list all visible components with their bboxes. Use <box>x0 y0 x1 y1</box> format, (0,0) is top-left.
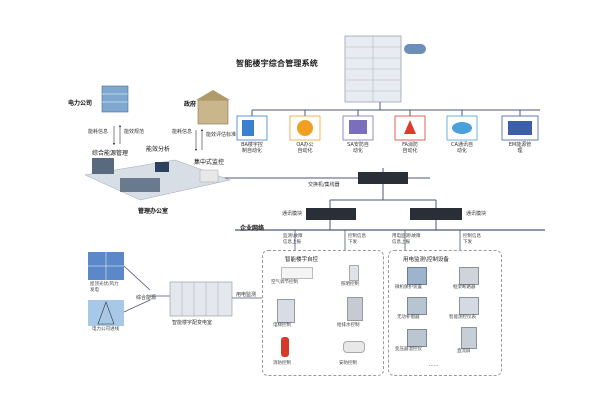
subsystem-fa: FA消防自动化 <box>402 142 418 154</box>
pc-item-protection: 微机保护装置 <box>395 285 422 290</box>
protection-device-icon <box>407 267 427 285</box>
fire-extinguisher-icon <box>281 337 289 357</box>
enterprise-net-label: 企业网络 <box>240 225 265 232</box>
switch-label: 交换机/集线器 <box>308 182 340 188</box>
distribution-cabinets <box>169 281 233 317</box>
bc-item-security: 安防控制 <box>339 361 357 366</box>
subsystem-sa: SA安防自动化 <box>347 142 369 154</box>
ac-unit-icon <box>281 267 313 279</box>
government-label: 政府 <box>184 101 197 108</box>
pc-energy-info: 能耗信息 <box>88 129 109 135</box>
water-pump-icon <box>347 297 363 321</box>
power-control-title: 用电监测\控制设备 <box>403 257 449 263</box>
pc-item-temp: 变压器温控仪 <box>395 347 422 352</box>
power-company-building <box>101 85 129 113</box>
pc-item-breaker: 框架断路器 <box>453 285 476 290</box>
signal-left-control: 控制信息下发 <box>348 234 366 245</box>
comm-module-1 <box>306 208 356 220</box>
power-control-panel: 用电监测\控制设备 微机保护装置 框架断路器 无功补偿器 智能测控仪表 变压器温… <box>388 250 502 376</box>
signal-left-report: 监测\故障信息上报 <box>283 234 303 245</box>
comm-module-2 <box>410 208 462 220</box>
bc-item-water: 给排水控制 <box>337 323 360 328</box>
central-monitor-label: 集中式监控 <box>194 159 225 166</box>
pc-efficiency-spec: 能效规范 <box>124 129 145 135</box>
dc-panel-icon <box>461 327 477 349</box>
signal-right-report: 用电监测\故障信息上报 <box>392 234 421 245</box>
office-scene <box>84 158 231 201</box>
subsystem-ca: CA通讯自动化 <box>451 142 473 154</box>
gov-energy-info: 能耗信息 <box>172 129 193 135</box>
bc-item-elevator: 电梯控制 <box>273 323 291 328</box>
camera-icon <box>343 341 365 353</box>
subsystem-ba: BA楼宇控制自动化 <box>241 142 263 154</box>
elevator-icon <box>277 299 295 323</box>
subsystem-oa: OA办公自动化 <box>296 142 314 154</box>
power-supply-label: 用电监测 <box>236 292 257 298</box>
pc-item-compensator: 无功补偿器 <box>397 315 420 320</box>
grid-line-label: 电力公司进线 <box>92 327 119 332</box>
energy-analysis-label: 能效分析 <box>146 146 171 153</box>
building-control-title: 智能楼宇自控 <box>285 257 319 263</box>
breaker-icon <box>459 267 479 285</box>
solar-wind-label: 屋顶光伏/风力发电 <box>90 282 119 293</box>
building-control-panel: 智能楼宇自控 空气调节控制 照明控制 电梯控制 给排水控制 消防控制 安防控制 <box>262 250 384 376</box>
signal-right-control: 控制信息下发 <box>463 234 481 245</box>
pc-item-dc: 直流屏 <box>457 349 471 354</box>
gov-efficiency-std: 能效评估标准 <box>206 132 237 138</box>
comm-module-2-label: 通讯模块 <box>466 211 487 217</box>
temp-controller-icon <box>407 329 427 347</box>
integrated-power-label: 综合能源 <box>136 295 157 301</box>
pc-ellipsis: ······ <box>429 363 439 369</box>
server-rack-icon <box>344 35 426 103</box>
subsystem-boxes <box>236 115 539 141</box>
integrated-mgmt-label: 综合能源管理 <box>92 150 129 157</box>
subsystem-em: EM能源管理 <box>508 142 532 154</box>
page-title: 智能楼宇综合管理系统 <box>236 59 318 68</box>
meter-icon <box>459 297 479 315</box>
compensator-icon <box>407 297 427 315</box>
solar-panel-image <box>88 252 124 280</box>
power-tower-image <box>88 300 124 326</box>
switch-device <box>358 172 408 184</box>
bc-item-light: 照明控制 <box>341 282 359 287</box>
office-label: 管理办公室 <box>138 208 169 215</box>
power-company-label: 电力公司 <box>68 100 93 107</box>
bc-item-fire: 消防控制 <box>273 361 291 366</box>
pc-item-meter: 智能测控仪表 <box>449 315 476 320</box>
light-icon <box>349 265 359 281</box>
comm-module-1-label: 通讯模块 <box>282 211 303 217</box>
bc-item-ac: 空气调节控制 <box>271 280 298 285</box>
government-building <box>196 90 230 125</box>
distribution-room-label: 智能楼宇配变电室 <box>172 320 213 326</box>
